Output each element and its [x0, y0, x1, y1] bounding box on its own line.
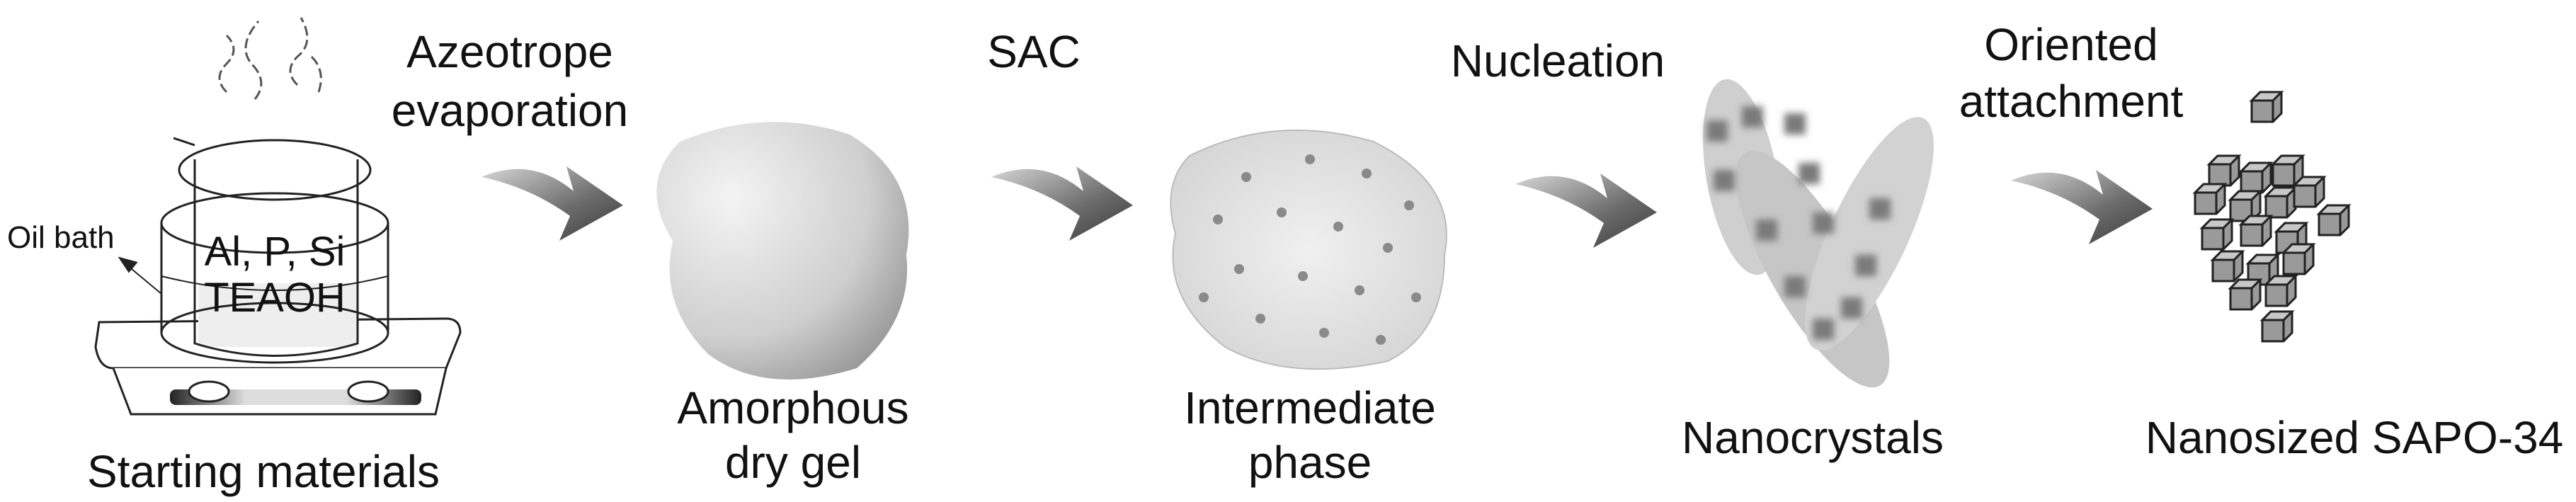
step-oriented-label: Oriented: [1984, 19, 2158, 70]
step-sac-label: SAC: [987, 26, 1081, 77]
amorphous-label: Amorphous: [677, 382, 908, 433]
step-nucleation-label: Nucleation: [1451, 35, 1665, 86]
amorphous-gel-blob: [656, 122, 909, 380]
reagents-label: Al, P, Si: [205, 229, 346, 275]
nanocrystals-illustration: [1703, 79, 1934, 388]
oil-bath-label: Oil bath: [7, 220, 115, 255]
starting-materials-label: Starting materials: [87, 446, 440, 497]
beaker-hotplate-illustration: [94, 17, 462, 416]
step-evaporation-label: evaporation: [392, 85, 628, 136]
process-arrow-icon: [991, 166, 1133, 241]
sapo34-cubes-illustration: [2194, 91, 2350, 343]
dry-gel-label: dry gel: [725, 437, 861, 488]
steam-icon: [218, 17, 322, 100]
step-attachment-label: attachment: [1959, 76, 2184, 127]
process-arrow-icon: [481, 166, 623, 241]
intermediate-label: Intermediate: [1184, 382, 1436, 433]
nanosized-sapo34-label: Nanosized SAPO-34: [2145, 412, 2564, 463]
template-label: TEAOH: [204, 275, 346, 321]
step-azeotrope-label: Azeotrope: [406, 26, 613, 77]
nanocrystals-label: Nanocrystals: [1682, 412, 1944, 463]
phase-label: phase: [1248, 437, 1372, 488]
process-arrow-icon: [2011, 170, 2153, 244]
process-arrow-icon: [1515, 173, 1657, 248]
intermediate-phase-blob: [1170, 130, 1447, 370]
